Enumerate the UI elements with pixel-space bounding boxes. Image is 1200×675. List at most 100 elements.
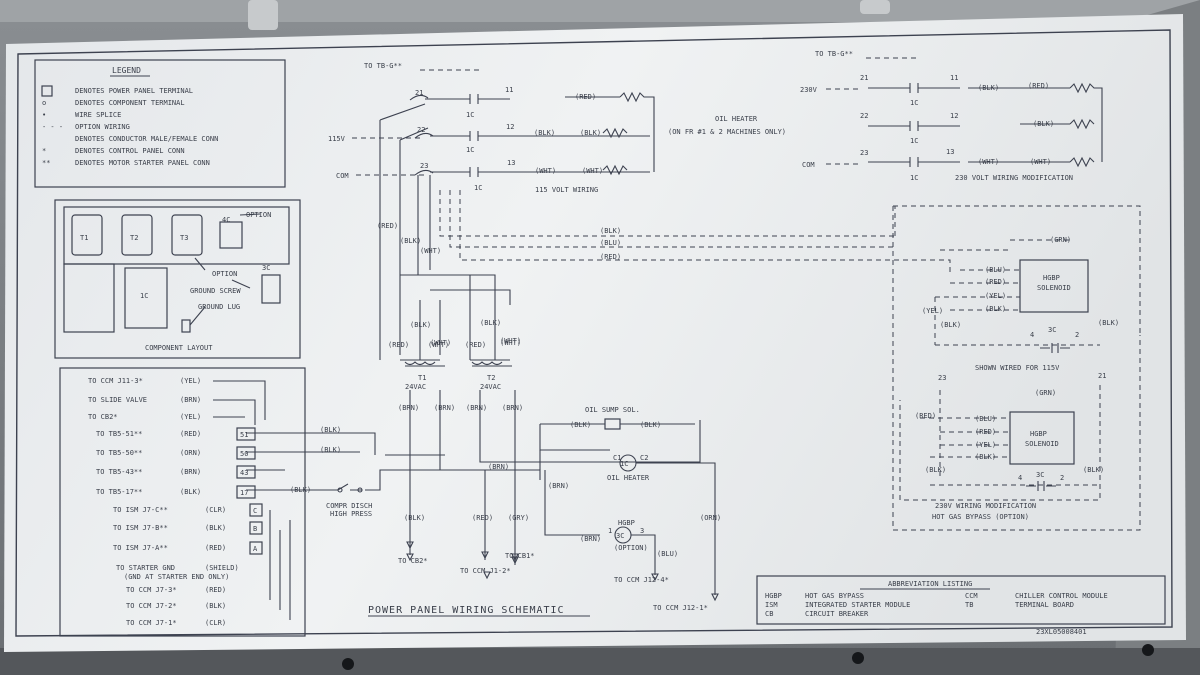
layout-label: 4C (222, 216, 230, 224)
hgbp115-wire: (YEL) (922, 307, 943, 315)
oil-sump-circuit: OIL SUMP SOL. (BLK)(BLK)(BRN)(BRN)(BRN)(… (406, 406, 721, 612)
left-row-wire: (SHIELD) (205, 564, 239, 572)
ground-lug-symbol (181, 319, 191, 333)
wiring-230v: TO TB-G** 230V COM 2122231112131C1C1C(BL… (800, 50, 1103, 182)
hgbp230-caption: 230V WIRING MODIFICATION (935, 502, 1036, 510)
left-row-wire: (CLR) (205, 506, 226, 514)
abbrev-meaning: CIRCUIT BREAKER (805, 610, 869, 618)
left-row-wire: (RED) (205, 586, 226, 594)
tx-brn-label: (BRN) (502, 404, 523, 412)
hgbp115-contact: 2 (1075, 331, 1079, 339)
switch-label-1: COMPR DISCH (326, 502, 372, 510)
oil-heater-note: OIL HEATER (715, 115, 758, 123)
bus-wire-blk: (BLK) (600, 227, 621, 235)
terminal-left: 22 (417, 126, 425, 134)
oil-wire: (BLU) (657, 550, 678, 558)
abbrev-meaning: INTEGRATED STARTER MODULE (805, 601, 910, 609)
wire-label: (WHT) (1030, 158, 1051, 166)
schematic-title: POWER PANEL WIRING SCHEMATIC (368, 605, 565, 616)
layout-label: OPTION (212, 270, 237, 278)
hgbp-label: 3 (640, 527, 644, 535)
transformer-t2 (121, 214, 153, 256)
bus-wire-blu: (BLU) (600, 239, 621, 247)
tx-top-label: (BLK) (480, 319, 501, 327)
transformer-label: T3 (180, 234, 188, 242)
hgbp-label: 3C (616, 532, 624, 540)
legend-mark: • (42, 111, 46, 119)
tx-brn-label: (BRN) (466, 404, 487, 412)
component-layout-title: COMPONENT LAYOUT (145, 344, 213, 352)
hgbp115-wire: (GRN) (1050, 236, 1071, 244)
panel-top-strip (0, 0, 1200, 22)
wire-label: (RED) (1028, 82, 1049, 90)
layout-label: OPTION (246, 211, 271, 219)
left-row-dest: TO SLIDE VALVE (88, 396, 147, 404)
legend-item: DENOTES CONTROL PANEL CONN (75, 147, 185, 155)
oil-heater-note-sub: (ON FR #1 & 2 MACHINES ONLY) (668, 128, 786, 136)
legend-box (34, 59, 286, 188)
wire-label: (BLK) (580, 129, 601, 137)
terminal-number: B (253, 525, 257, 533)
left-row-dest: TO CB2* (88, 413, 118, 421)
layout-label: GROUND LUG (198, 303, 240, 311)
contactor-label: 1C (910, 174, 918, 182)
terminal-left: 21 (415, 89, 423, 97)
transformer-tray (63, 206, 290, 265)
panel-bottom-strip (0, 648, 1200, 675)
left-row-wire: (YEL) (180, 413, 201, 421)
tx-top-label: (WHT) (430, 339, 451, 347)
transformers: T1 24VAC T2 24VAC (BLK)(WHT)(BLK)(WHT)(R… (379, 274, 701, 575)
tx-mid-label: (RED) (465, 341, 486, 349)
hgbp115-wire: (BLK) (940, 321, 961, 329)
left-row-wire: (RED) (205, 544, 226, 552)
wire-label: (WHT) (978, 158, 999, 166)
hgbp230-wire: (BLK) (1083, 466, 1104, 474)
hgbp230-wire: (GRN) (1035, 389, 1056, 397)
terminal-number: C (253, 507, 257, 515)
layout-label: GROUND SCREW (190, 287, 241, 295)
hgbp115-wire: (YEL) (985, 292, 1006, 300)
terminal-box (236, 446, 256, 460)
screw-hole (852, 652, 864, 664)
abbrev-code: ISM (765, 601, 778, 609)
oil-wire: (ORN) (700, 514, 721, 522)
hgbp230-term: 23 (938, 374, 946, 382)
left-row-dest: TO CCM J11-3* (88, 377, 143, 385)
hgbp115-caption: SHOWN WIRED FOR 115V (975, 364, 1060, 372)
transformer-t2-voltage: 24VAC (480, 383, 501, 391)
wire-label: (RED) (575, 93, 596, 101)
contactor-3c (261, 274, 281, 304)
clip-left (248, 0, 278, 30)
tx-top-label: (WHT) (500, 339, 521, 347)
hgbp115-wire: (BLK) (985, 305, 1006, 313)
hgbp230-contact: 3C (1036, 471, 1044, 479)
schematic-sheet (4, 14, 1186, 652)
terminal-number: 17 (240, 489, 248, 497)
oil-sump-title: OIL SUMP SOL. (585, 406, 640, 414)
switch-label-2: HIGH PRESS (330, 510, 372, 518)
wire-label: (WHT) (535, 167, 556, 175)
tx-bottom-label: (BLK) (404, 514, 425, 522)
terminal-right: 11 (950, 74, 958, 82)
left-connections: TO CCM J11-3* (YEL) TO SLIDE VALVE (BRN) TO … (59, 367, 541, 637)
drop-blk: (BLK) (400, 237, 421, 245)
hgbp-label: (OPTION) (614, 544, 648, 552)
tx-dest: TO CB1* (505, 552, 535, 560)
contactor-label: 1C (910, 99, 918, 107)
transformer-t2-label: T2 (487, 374, 495, 382)
hgbp115-wire: (BLU) (985, 266, 1006, 274)
transformer-t1-voltage: 24VAC (405, 383, 426, 391)
legend-item: OPTION WIRING (75, 123, 130, 131)
breaker-block (63, 263, 115, 333)
wiring-115-caption: 115 VOLT WIRING (535, 186, 598, 194)
oil-heater-label: OIL HEATER (607, 474, 650, 482)
tx-bottom-label: (RED) (472, 514, 493, 522)
tx-bottom-label: (GRY) (508, 514, 529, 522)
drop-wht: (WHT) (420, 247, 441, 255)
terminal-box (236, 427, 256, 441)
oil-dest: TO CCM J12-1* (653, 604, 708, 612)
drawing-number: 23XL05008401 (1036, 628, 1087, 636)
gnd-note: (GND AT STARTER END ONLY) (124, 573, 229, 581)
power-terminal-symbol (41, 85, 53, 97)
